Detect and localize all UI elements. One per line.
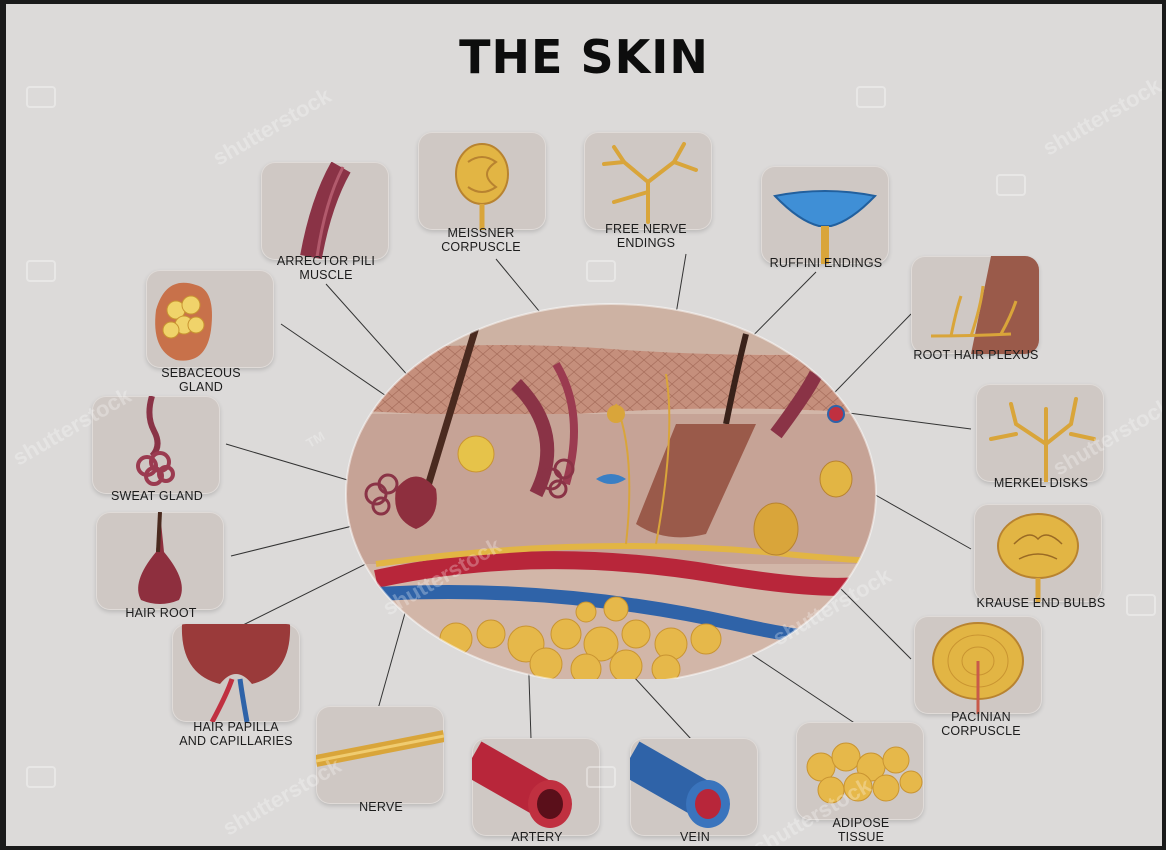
sebaceous-gland-tile <box>146 270 274 368</box>
watermark-logo-icon <box>586 260 616 282</box>
watermark-text: shutterstock <box>208 83 335 172</box>
watermark-logo-icon <box>1126 594 1156 616</box>
meissner-corpuscle-tile <box>418 132 546 230</box>
vein-label: VEIN <box>620 830 770 844</box>
sebaceous-gland-label: SEBACEOUSGLAND <box>136 366 266 394</box>
artery-label: ARTERY <box>462 830 612 844</box>
artery-tile <box>472 738 600 836</box>
page-title: THE SKIN <box>6 30 1162 84</box>
ruffini-endings-tile <box>761 166 889 264</box>
merkel-disks-label: MERKEL DISKS <box>966 476 1116 490</box>
krause-end-bulbs-label: KRAUSE END BULBS <box>951 596 1131 610</box>
hair-papilla-label: HAIR PAPILLAAND CAPILLARIES <box>161 720 311 748</box>
vein-tile <box>630 738 758 836</box>
free-nerve-endings-tile <box>584 132 712 230</box>
krause-end-bulbs-tile <box>974 504 1102 602</box>
root-hair-plexus-tile <box>911 256 1039 354</box>
watermark-logo-icon <box>26 766 56 788</box>
skin-diagram: THE SKIN <box>6 4 1162 846</box>
pacinian-corpuscle-tile <box>914 616 1042 714</box>
watermark-tm: TM <box>304 428 328 450</box>
watermark-logo-icon <box>996 174 1026 196</box>
watermark-logo-icon <box>26 260 56 282</box>
watermark-text: shutterstock <box>1038 73 1162 162</box>
watermark-logo-icon <box>26 86 56 108</box>
hair-root-label: HAIR ROOT <box>86 606 236 620</box>
meissner-corpuscle-label: MEISSNERCORPUSCLE <box>411 226 551 254</box>
pacinian-corpuscle-label: PACINIANCORPUSCLE <box>906 710 1056 738</box>
arrector-pili-muscle-label: ARRECTOR PILIMUSCLE <box>251 254 401 282</box>
hair-papilla-tile <box>172 624 300 722</box>
watermark-logo-icon <box>856 86 886 108</box>
hair-root-tile <box>96 512 224 610</box>
arrector-pili-muscle-tile <box>261 162 389 260</box>
free-nerve-endings-label: FREE NERVEENDINGS <box>576 222 716 250</box>
root-hair-plexus-label: ROOT HAIR PLEXUS <box>886 348 1066 362</box>
ruffini-endings-label: RUFFINI ENDINGS <box>746 256 906 270</box>
nerve-tile <box>316 706 444 804</box>
watermark-logo-icon <box>586 766 616 788</box>
nerve-label: NERVE <box>306 800 456 814</box>
sweat-gland-label: SWEAT GLAND <box>82 489 232 503</box>
